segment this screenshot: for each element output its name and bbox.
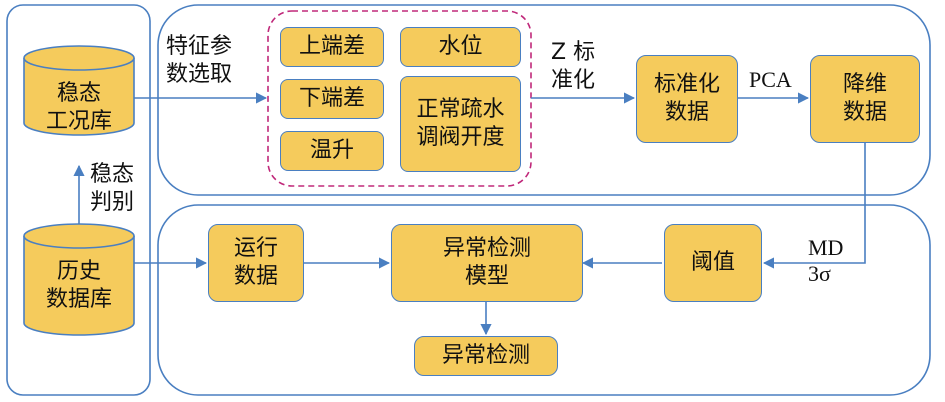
steady-db-cylinder [23, 45, 135, 136]
param-lower-diff: 下端差 [280, 79, 384, 119]
history-db-label: 历史 数据库 [45, 259, 112, 312]
bottom-frame [157, 204, 931, 396]
param-water-level: 水位 [400, 27, 521, 67]
label-md: MD [808, 235, 844, 260]
node-run-data: 运行 数据 [208, 224, 304, 302]
arrow-reduced-to-threshold [762, 143, 866, 269]
param-valve-open: 正常疏水 调阀开度 [400, 76, 521, 172]
label-pca: PCA [749, 67, 792, 92]
steady-db-label: 稳态 工况库 [45, 81, 112, 134]
node-reduced-data: 降维 数据 [810, 55, 920, 143]
left-frame [6, 4, 151, 396]
node-std-data: 标准化 数据 [636, 55, 738, 143]
label-z-norm: Z 标 准化 [551, 40, 596, 93]
node-detect: 异常检测 [414, 336, 558, 376]
param-temp-rise: 温升 [280, 131, 384, 171]
node-threshold: 阈值 [664, 224, 762, 302]
node-model: 异常检测 模型 [391, 224, 583, 302]
label-steady-judge: 稳态 判别 [90, 162, 135, 215]
label-param-select: 特征参 数选取 [166, 34, 233, 87]
label-3sigma: 3σ [808, 261, 831, 286]
history-db-cylinder [23, 223, 135, 336]
param-upper-diff: 上端差 [280, 27, 384, 67]
top-frame [157, 4, 931, 196]
